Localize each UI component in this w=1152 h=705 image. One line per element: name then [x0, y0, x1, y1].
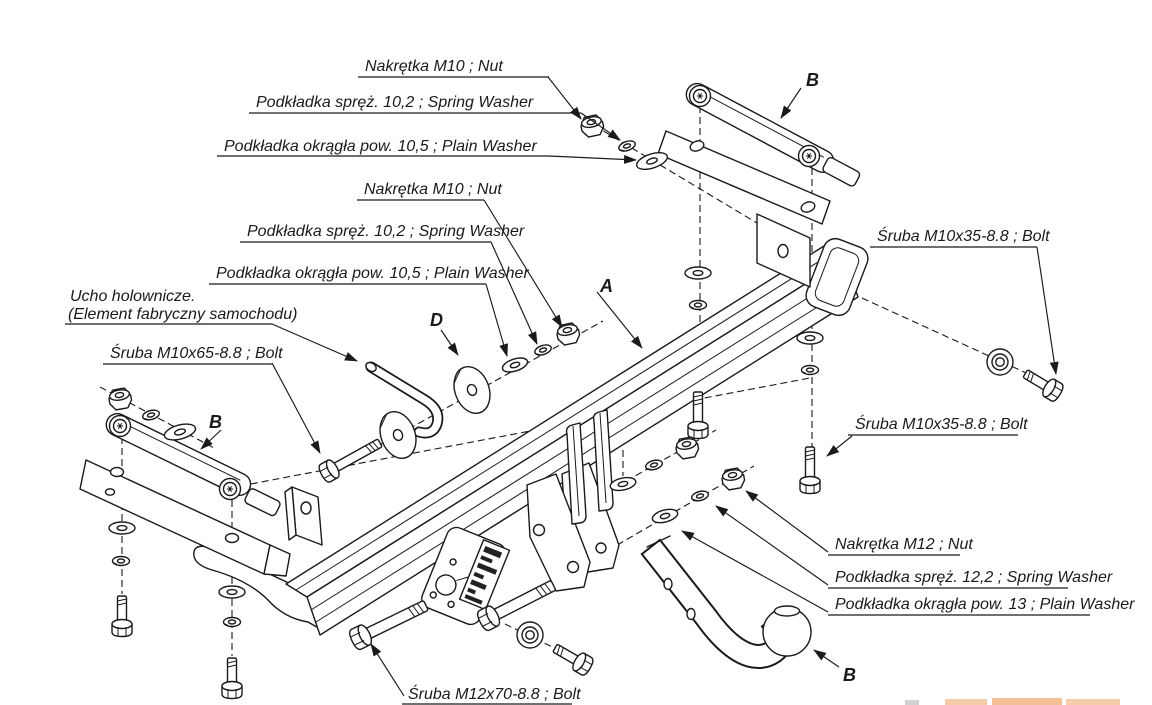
hanger-plates [526, 409, 620, 592]
bolt-m10x35 [799, 446, 821, 495]
base-plate [421, 526, 511, 626]
shank-top-edge [646, 535, 671, 548]
tow-eye-and-discs [365, 360, 497, 465]
plain-washer [162, 420, 198, 444]
plain-washer [608, 474, 638, 494]
plain-washer [500, 354, 530, 376]
plain-washer [108, 521, 136, 535]
part-markers: B A D B B [209, 70, 856, 685]
spring-washer [800, 364, 820, 376]
callout-nut-m10-lower: Nakrętka M10 ; Nut [364, 181, 502, 198]
spring-washer [111, 555, 131, 567]
spacer-disc [373, 405, 423, 465]
crossbeam-left-end-flange [193, 545, 323, 631]
keyhole-slot [435, 574, 457, 596]
spring-washer [643, 457, 665, 473]
callout-bolt-m10x65: Śruba M10x65-8.8 ; Bolt [110, 343, 283, 362]
plain-washer [218, 585, 246, 599]
left-side-bracket [79, 412, 291, 577]
plain-washer-13 [650, 506, 680, 526]
callout-bolt-m10x35-b: Śruba M10x35-8.8 ; Bolt [855, 414, 1028, 433]
callout-bolt-m10x35-a: Śruba M10x35-8.8 ; Bolt [877, 226, 1050, 245]
spring-washer [532, 342, 554, 358]
nut-m10 [578, 113, 606, 139]
marker-b-ball: B [843, 665, 856, 685]
spring-washer [688, 299, 708, 311]
countersunk-washer [516, 621, 544, 649]
marker-a-crossbeam: A [599, 276, 613, 296]
bolt [221, 657, 243, 700]
callout-bolt-m12x70: Śruba M12x70-8.8 ; Bolt [408, 684, 581, 703]
tow-ball-swan-neck [640, 535, 812, 669]
nut-m12 [673, 435, 701, 461]
callout-plain-washer-13: Podkładka okrągła pow. 13 ; Plain Washer [835, 596, 1135, 613]
plain-washer [684, 266, 712, 280]
strap-bolt-head [218, 477, 242, 501]
bolt [549, 638, 596, 678]
callout-tow-eye-line2: (Element fabryczny samochodu) [68, 306, 297, 323]
nut-m10 [554, 321, 582, 347]
plain-washer [986, 348, 1014, 376]
nut-m12 [719, 466, 747, 492]
spring-washer-12 [689, 488, 711, 504]
plain-washer [633, 148, 671, 174]
bolt-m10x65 [316, 433, 386, 485]
callout-plain-washer-10-upper: Podkładka okrągła pow. 10,5 ; Plain Wash… [224, 138, 537, 155]
right-side-bracket [657, 82, 861, 288]
crossbeam-part-a [193, 237, 869, 636]
strap-bolt-head [797, 144, 821, 168]
bolt [111, 595, 133, 638]
callout-nut-m12: Nakrętka M12 ; Nut [835, 536, 973, 553]
spring-washer [616, 138, 638, 154]
callout-spring-washer-12: Podkładka spręż. 12,2 ; Spring Washer [835, 569, 1113, 586]
callout-tow-eye-line1: Ucho holownicze. [70, 288, 195, 305]
callout-spring-washer-10-upper: Podkładka spręż. 10,2 ; Spring Washer [256, 94, 534, 111]
bolt-m10x35 [1019, 364, 1066, 404]
tow-eye-rod-end [365, 361, 377, 373]
left-strap [105, 412, 252, 497]
callout-spring-washer-10-lower: Podkładka spręż. 10,2 ; Spring Washer [247, 223, 525, 240]
plain-washer [796, 331, 824, 345]
leader-lines [200, 76, 1059, 697]
callout-plain-washer-10-lower: Podkładka okrągła pow. 10,5 ; Plain Wash… [216, 265, 529, 282]
callout-labels: Nakrętka M10 ; Nut Podkładka spręż. 10,2… [65, 58, 1135, 705]
callout-nut-m10-upper: Nakrętka M10 ; Nut [365, 58, 503, 75]
strap-bolt-head [688, 84, 712, 108]
marker-b-left: B [209, 412, 222, 432]
marker-d-disc: D [430, 310, 443, 330]
type-label-sticker [458, 539, 511, 611]
nut-m10 [106, 386, 134, 412]
tow-eye-bracket [284, 486, 323, 546]
spacer-disc-d [447, 360, 497, 420]
strap-bolt-head [108, 414, 132, 438]
spring-washer [222, 616, 242, 628]
crossbeam-end-face [805, 237, 869, 317]
partial-logo [905, 698, 1120, 705]
marker-b-top-right: B [806, 70, 819, 90]
